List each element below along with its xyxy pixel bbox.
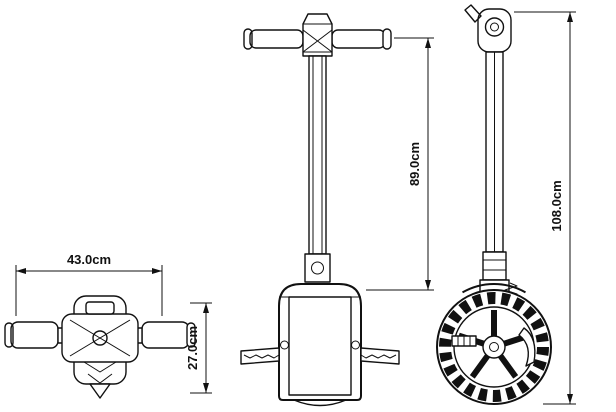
left-foot-peg <box>240 347 280 365</box>
front-fender-shell <box>278 283 362 401</box>
side-stem <box>482 51 507 281</box>
arrowhead-left <box>16 268 26 274</box>
front-handlebar <box>243 13 392 57</box>
top-right-grip <box>141 321 190 349</box>
side-wheel <box>436 289 552 405</box>
front-left-grip <box>249 29 304 49</box>
dimension-label-stem-height: 89.0cm <box>407 142 422 186</box>
front-stem <box>304 55 331 283</box>
top-body-tail-point <box>89 383 111 399</box>
top-body-chevron-1 <box>83 361 117 373</box>
side-grip-end <box>484 17 505 37</box>
side-lever <box>464 4 482 23</box>
dimension-label-top-depth: 27.0cm <box>185 326 200 370</box>
front-folding-latch <box>304 253 331 283</box>
top-right-grip-endcap <box>186 322 196 348</box>
side-handlebar <box>464 4 512 53</box>
front-tire-tread <box>288 296 352 396</box>
side-view <box>436 4 552 405</box>
front-body <box>278 283 362 407</box>
right-foot-peg <box>360 347 400 365</box>
front-right-axle-bolt <box>351 340 360 350</box>
arrowhead-bottom <box>425 280 431 290</box>
top-view <box>4 295 196 399</box>
front-right-grip <box>331 29 386 49</box>
front-view <box>240 13 400 407</box>
arrowhead-bottom <box>203 383 209 393</box>
side-tire-tread <box>439 292 549 402</box>
arrowhead-top <box>567 12 573 22</box>
arrowhead-right <box>152 268 162 274</box>
side-folding-latch <box>482 251 507 281</box>
top-left-grip <box>10 321 59 349</box>
top-body-chevron-2 <box>87 373 113 384</box>
front-stem-tube <box>308 55 327 255</box>
side-fender <box>462 282 526 294</box>
top-body-head-plate <box>85 301 115 315</box>
dimension-label-total-height: 108.0cm <box>549 180 564 231</box>
top-body-hub <box>92 330 108 346</box>
arrowhead-bottom <box>567 394 573 404</box>
side-foot-peg <box>451 335 477 347</box>
front-left-axle-bolt <box>280 340 289 350</box>
top-body-cross-brace <box>69 319 131 357</box>
front-foot-pegs <box>240 347 400 365</box>
arrowhead-top <box>203 303 209 313</box>
dimension-stem-height: 89.0cm <box>366 37 434 291</box>
dimension-top-depth: 27.0cm <box>185 302 212 394</box>
front-latch-knob <box>311 261 324 275</box>
front-tire-bottom <box>293 399 347 407</box>
front-stem-clamp <box>302 13 333 57</box>
arrowhead-top <box>425 38 431 48</box>
top-body <box>61 295 139 399</box>
dimension-label-top-width: 43.0cm <box>67 252 111 267</box>
side-hub <box>482 335 506 359</box>
dimension-total-height: 108.0cm <box>514 11 576 405</box>
dimension-top-width: 43.0cm <box>15 252 163 316</box>
front-right-grip-endcap <box>382 28 392 50</box>
side-mud-guard <box>518 327 536 367</box>
front-stem-clamp-brace <box>302 23 333 53</box>
